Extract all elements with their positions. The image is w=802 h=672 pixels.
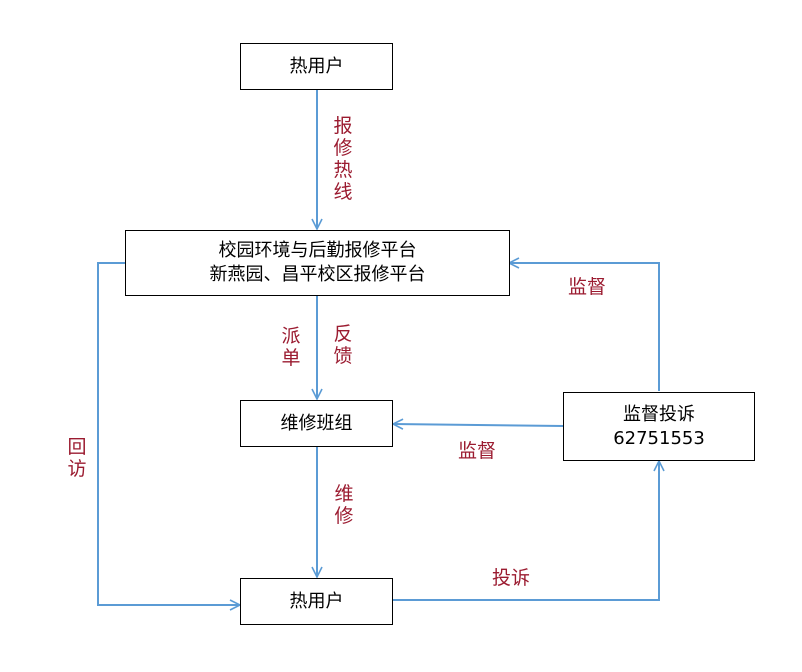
node-complaint-line-1: 监督投诉: [623, 403, 695, 425]
node-platform: 校园环境与后勤报修平台 新燕园、昌平校区报修平台: [125, 230, 510, 296]
label-supervise-platform: 监督: [568, 276, 607, 298]
label-dispatch: 派单: [281, 325, 301, 369]
node-repair-team-label: 维修班组: [280, 412, 353, 434]
node-platform-line-1: 校园环境与后勤报修平台: [218, 240, 417, 261]
node-user-top: 热用户: [240, 43, 393, 90]
arrow-supervise-platform: [509, 263, 660, 391]
node-complaint: 监督投诉 62751553: [563, 392, 755, 461]
node-complaint-line-2: 62751553: [613, 427, 705, 449]
node-repair-team: 维修班组: [240, 400, 393, 447]
arrow-callback: [97, 262, 240, 605]
label-supervise-team: 监督: [458, 440, 497, 462]
node-user-bottom-label: 热用户: [289, 590, 344, 612]
label-feedback: 反馈: [333, 323, 353, 367]
label-repair-hotline: 报修热线: [333, 115, 353, 203]
arrow-complain: [393, 461, 659, 601]
node-user-bottom: 热用户: [240, 578, 393, 625]
label-complain: 投诉: [492, 567, 531, 589]
node-platform-line-2: 新燕园、昌平校区报修平台: [209, 264, 426, 285]
node-user-top-label: 热用户: [289, 55, 344, 77]
label-repair: 维修: [334, 483, 354, 527]
arrow-supervise-team: [393, 424, 564, 426]
label-callback: 回访: [67, 436, 87, 480]
